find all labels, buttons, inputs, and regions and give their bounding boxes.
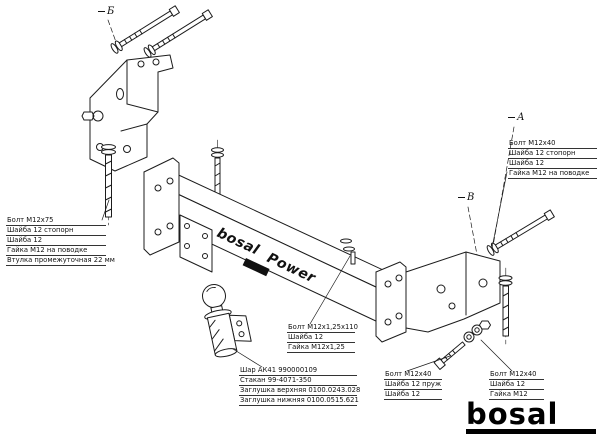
callout-line: Шайба 12 — [508, 159, 597, 169]
towball-assembly-figure — [202, 284, 252, 358]
callout-line: Болт М12х1,25х110 — [287, 323, 358, 333]
callout-line: Болт М12х40 — [508, 139, 597, 149]
callout-line: Шайба 12 — [6, 236, 106, 246]
long-bolt-top-2-figure — [143, 9, 213, 58]
bosal-logo-text: bosal — [466, 397, 559, 431]
marker-tick — [508, 117, 515, 118]
callout-line: Стакан 99-4071-350 — [239, 376, 357, 386]
callout-left-bracket-hardware: Болт М12х75 Шайба 12 стопорн Шайба 12 Га… — [6, 216, 115, 266]
callout-line: Шайба 12 пруж — [384, 380, 442, 390]
callout-line: Заглушка верхняя 0100.0243.028 — [239, 386, 361, 396]
bottom-washers-nut-figure — [463, 320, 491, 343]
callout-line: Шайба 12 — [287, 333, 355, 343]
callout-beam-bolts: Болт М12х1,25х110 Шайба 12 Гайка М12х1,2… — [287, 323, 358, 353]
callout-line: Шайба 12 стопорн — [508, 149, 597, 159]
bottom-bolt-figure — [433, 341, 466, 370]
callout-right-bracket-hardware: Болт М12х40 Шайба 12 стопорн Шайба 12 Га… — [508, 139, 597, 179]
long-bolt-top-1-figure — [110, 5, 180, 54]
view-marker-b: Б — [98, 6, 114, 17]
beam-right-washers-figure — [340, 238, 356, 265]
right-stud-figure — [498, 275, 513, 337]
callout-line: Болт М12х40 — [489, 370, 544, 380]
marker-letter: Б — [107, 6, 115, 17]
right-bracket-figure — [405, 251, 501, 333]
bosal-logo: bosal — [466, 400, 596, 434]
marker-letter: В — [467, 192, 475, 203]
marker-tick — [98, 11, 105, 12]
callout-line: Гайка М12х1,25 — [287, 343, 355, 353]
marker-tick — [458, 197, 465, 198]
callout-bracket-bolts-nut: Болт М12х40 Шайба 12 Гайка М12 — [489, 370, 544, 400]
view-marker-v: В — [458, 192, 474, 203]
beam-sticker — [242, 258, 270, 277]
long-bolt-right-figure — [486, 209, 555, 256]
callout-line: Болт М12х40 — [384, 370, 442, 380]
left-bracket-figure — [81, 54, 174, 172]
callout-ball-assembly: Шар АК41 990000109 Стакан 99-4071-350 За… — [239, 366, 361, 406]
callout-leaders — [101, 171, 513, 372]
callout-line: Шайба 12 — [489, 380, 544, 390]
callout-line: Болт М12х75 — [6, 216, 106, 226]
beam-right-end-plate-figure — [375, 261, 407, 343]
callout-line: Шар АК41 990000109 — [239, 366, 357, 376]
beam-left-end-plate-figure — [143, 157, 180, 256]
mid-stud-figure — [211, 147, 224, 201]
callout-line: Гайка М12 — [489, 390, 544, 400]
callout-line: Заглушка нижняя 0100.0515.621 — [239, 396, 359, 406]
callout-bracket-bolts-spring: Болт М12х40 Шайба 12 пруж Шайба 12 — [384, 370, 442, 400]
beam-center-plate-figure — [179, 214, 213, 273]
callout-line: Втулка промежуточная 22 мм — [6, 256, 115, 266]
callout-line: Гайка М12 на поводке — [508, 169, 597, 179]
callout-line: Шайба 12 стопорн — [6, 226, 106, 236]
marker-letter: А — [517, 112, 525, 123]
left-stud-figure — [101, 144, 116, 218]
callout-line: Гайка М12 на поводке — [6, 246, 106, 256]
callout-line: Шайба 12 — [384, 390, 442, 400]
view-marker-a: А — [508, 112, 525, 123]
